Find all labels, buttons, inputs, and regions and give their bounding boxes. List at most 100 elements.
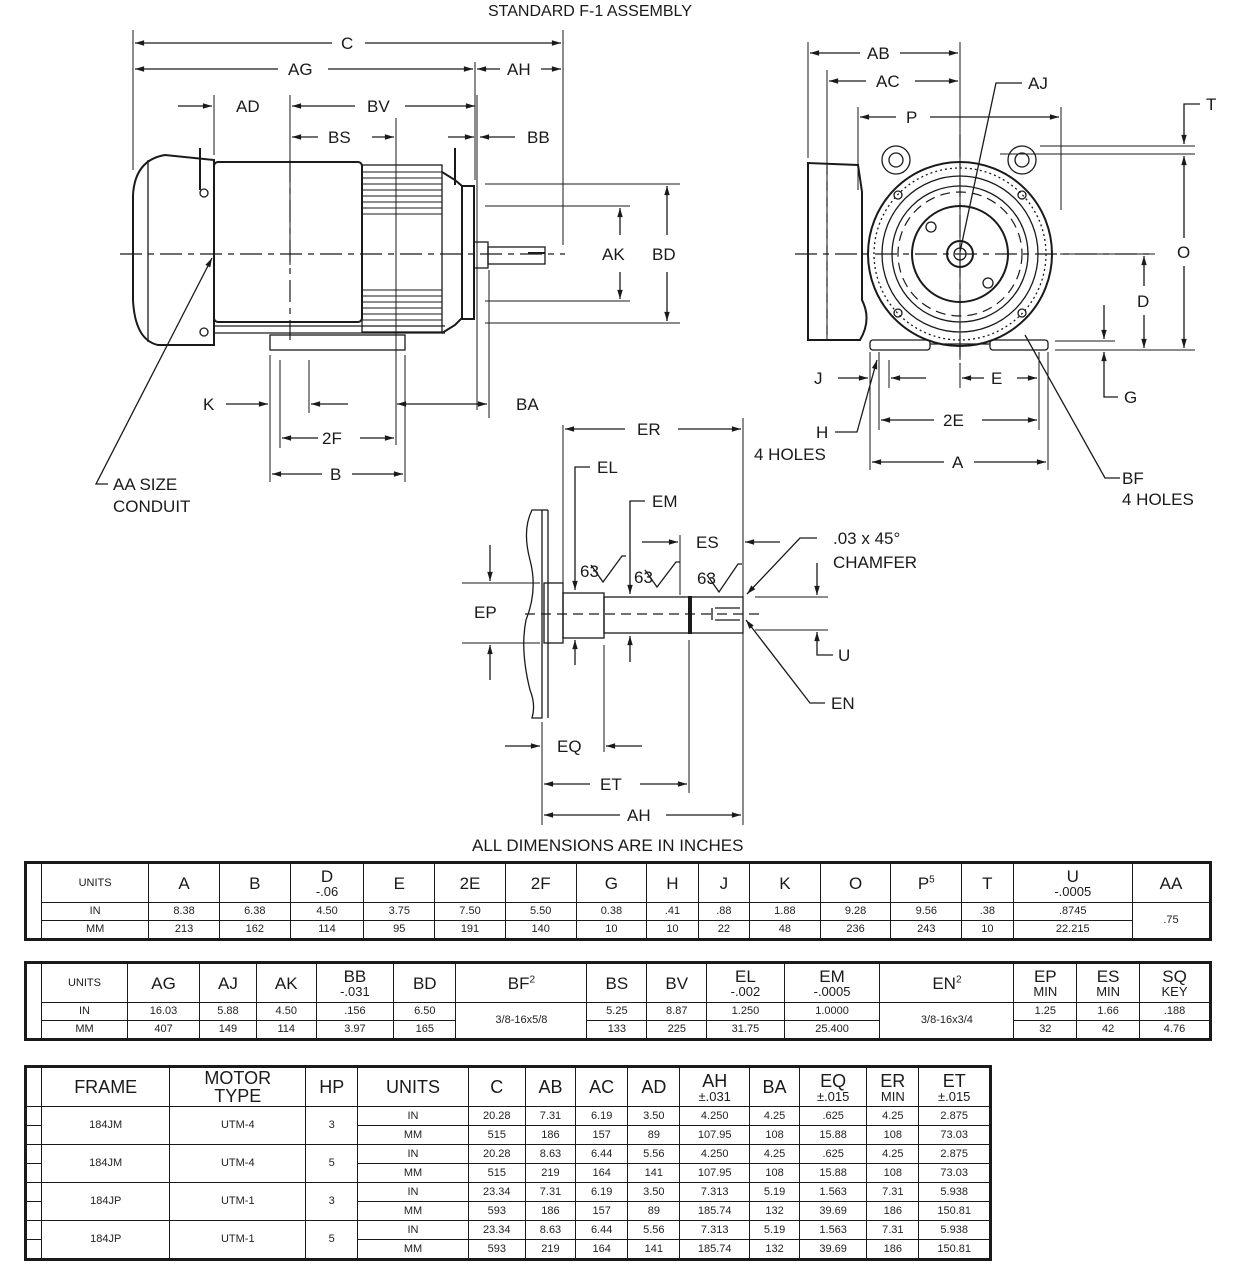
dim-label-ET: ET — [600, 775, 622, 794]
cell: 186 — [524, 1201, 577, 1221]
cell: 150.81 — [918, 1201, 991, 1221]
cell: 157 — [575, 1125, 629, 1145]
dimensions-table-2: UNITS AG AJ AK BB-.031 BD BF2 BS BV EL-.… — [24, 961, 1212, 1041]
table-row-mm: MM 213 162 114 95 191 140 10 10 22 48 23… — [26, 920, 1211, 940]
cell-AA-merged: .75 — [1131, 902, 1212, 940]
table-row-mm: MM 407 149 114 3.97 165 133 225 31.75 25… — [26, 1020, 1211, 1040]
cell: 25.400 — [783, 1020, 881, 1040]
header-BF: BF2 — [455, 962, 588, 1003]
dim-label-B: B — [330, 465, 341, 484]
shaft-body-em — [603, 596, 690, 634]
cell: 4.250 — [679, 1144, 750, 1164]
motor-type-cell: UTM-1 — [169, 1182, 307, 1221]
cell: 1.250 — [706, 1002, 785, 1021]
cell: MM — [40, 920, 150, 940]
cell: 5.56 — [627, 1220, 681, 1240]
cell: 1.88 — [749, 902, 821, 921]
cell: 4.76 — [1139, 1020, 1211, 1040]
cell: 219 — [524, 1163, 577, 1183]
table-stub — [25, 962, 42, 1040]
header-hp: HP — [305, 1066, 359, 1107]
cell: 4.250 — [679, 1106, 750, 1126]
cell: 89 — [627, 1201, 681, 1221]
cell: 132 — [748, 1239, 801, 1260]
cell: 0.38 — [575, 902, 648, 921]
cell: 5.938 — [918, 1182, 991, 1202]
cell: 140 — [504, 920, 577, 940]
cell: 73.03 — [918, 1125, 991, 1145]
header-2F: 2F — [504, 862, 577, 903]
header-A: A — [148, 862, 220, 903]
dim-label-ES: ES — [696, 533, 719, 552]
hp-cell: 3 — [305, 1182, 359, 1221]
cell: 164 — [575, 1239, 629, 1260]
cell: 73.03 — [918, 1163, 991, 1183]
cell: 1.25 — [1013, 1002, 1078, 1021]
cell: 6.38 — [218, 902, 291, 921]
cell: 39.69 — [799, 1239, 868, 1260]
cooling-fins — [361, 164, 443, 333]
cell: 108 — [866, 1163, 920, 1183]
header-AB: AB — [524, 1066, 577, 1107]
cell: .88 — [697, 902, 751, 921]
cell: 1.563 — [799, 1220, 868, 1240]
cell: 191 — [434, 920, 506, 940]
cell: 1.563 — [799, 1182, 868, 1202]
table-stub — [25, 1066, 42, 1107]
motor-type-cell: UTM-4 — [169, 1144, 307, 1183]
cell: IN — [357, 1220, 469, 1240]
cell: 141 — [627, 1239, 681, 1260]
cell: IN — [357, 1182, 469, 1202]
cell: 3.97 — [315, 1020, 395, 1040]
header-K: K — [749, 862, 821, 903]
frame-cell: 184JM — [40, 1144, 171, 1183]
cell: 3.50 — [627, 1106, 681, 1126]
end-view: AB AC P AJ — [754, 42, 1216, 509]
dim-label-BA: BA — [516, 395, 539, 414]
dim-label-AB: AB — [867, 44, 890, 63]
table-stub — [25, 1220, 42, 1240]
table-row-in: IN 16.03 5.88 4.50 .156 6.50 3/8-16x5/8 … — [26, 1002, 1211, 1040]
header-G: G — [575, 862, 648, 903]
cell: 6.19 — [575, 1182, 629, 1202]
header-T: T — [961, 862, 1014, 903]
cell: 515 — [467, 1163, 526, 1183]
cell: 236 — [819, 920, 892, 940]
cell: 185.74 — [679, 1201, 750, 1221]
cell: 48 — [749, 920, 821, 940]
dim-label-2E: 2E — [943, 411, 964, 430]
cell: IN — [357, 1106, 469, 1126]
cell: 107.95 — [679, 1125, 750, 1145]
pilot-boss — [543, 582, 564, 644]
frame-cell: 184JP — [40, 1220, 171, 1260]
cell: 4.50 — [289, 902, 365, 921]
table-stub — [25, 1201, 42, 1221]
header-AH: AH±.031 — [679, 1066, 750, 1107]
table-stub — [25, 1144, 42, 1164]
header-C: C — [467, 1066, 526, 1107]
header-EM: EM-.0005 — [783, 962, 881, 1003]
cell: 4.25 — [748, 1144, 801, 1164]
dim-label-BB: BB — [527, 128, 550, 147]
cell: 6.50 — [393, 1002, 457, 1021]
finish-mark-3: 63 — [697, 569, 716, 588]
cell: 108 — [748, 1125, 801, 1145]
dim-label-D: D — [1137, 292, 1149, 311]
cell: 243 — [890, 920, 963, 940]
cell: 6.44 — [575, 1220, 629, 1240]
cell: 2.875 — [918, 1106, 991, 1126]
label-h-4-holes: 4 HOLES — [754, 445, 826, 464]
dim-label-AH-detail: AH — [627, 806, 651, 825]
header-AC: AC — [575, 1066, 629, 1107]
dim-label-AJ: AJ — [1028, 74, 1048, 93]
cell: 132 — [748, 1201, 801, 1221]
frame-cell: 184JM — [40, 1106, 171, 1145]
header-EQ: EQ±.015 — [799, 1066, 868, 1107]
label-bf-4-holes: 4 HOLES — [1122, 490, 1194, 509]
header-AG: AG — [126, 962, 201, 1003]
cell-EN-merged: 3/8-16x3/4 — [879, 1002, 1015, 1040]
